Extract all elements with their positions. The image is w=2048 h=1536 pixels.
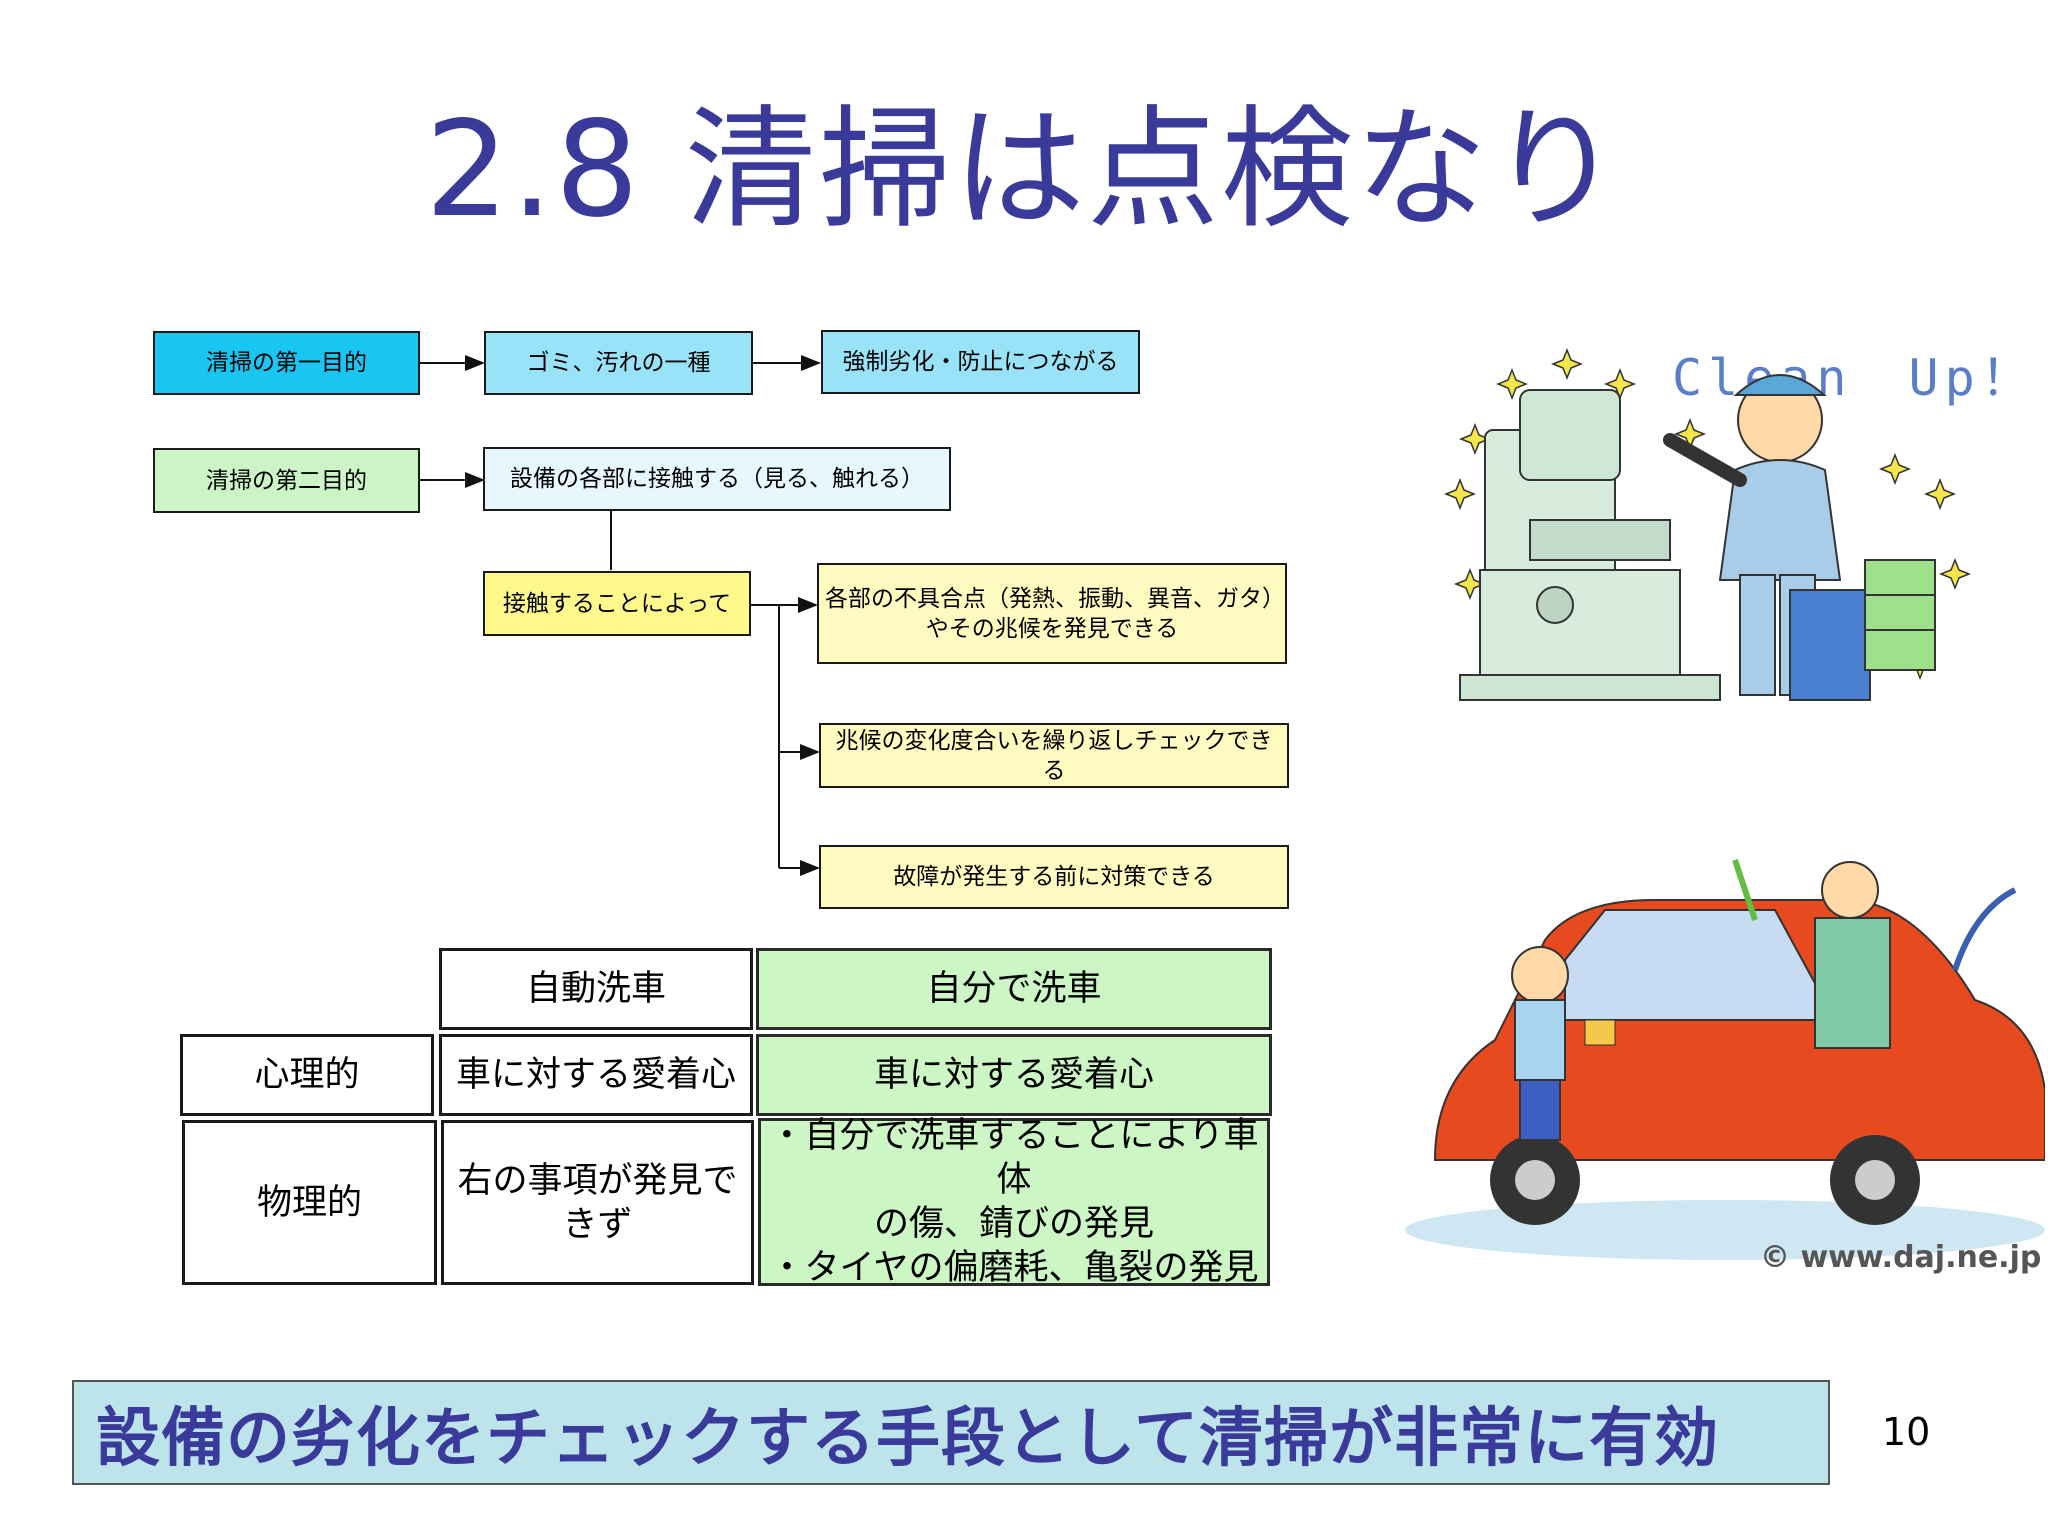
result-defects-line2: やその兆候を発見できる	[925, 615, 1179, 642]
slide-title: 2.8 清掃は点検なり	[425, 93, 1623, 247]
by-touch-box: 接触することによって	[483, 571, 751, 636]
result-defects-box: 各部の不具合点（発熱、振動、異音、ガタ） やその兆候を発見できる	[817, 563, 1287, 664]
machine-worker-illustration	[1443, 347, 1972, 701]
table-row2-auto-line1: 右の事項が発見で	[457, 1160, 738, 1201]
image-credit: © www.daj.ne.jp	[1760, 1240, 2042, 1275]
prevent-box: 強制劣化・防止につながる	[821, 330, 1140, 394]
table-header-auto: 自動洗車	[439, 948, 753, 1030]
result-trend-box: 兆候の変化度合いを繰り返しチェックできる	[819, 723, 1289, 788]
result-defects-line1: 各部の不具合点（発熱、振動、異音、ガタ）	[825, 585, 1285, 612]
table-row2-self-line2: の傷、錆びの発見	[873, 1204, 1154, 1244]
table-header-self: 自分で洗車	[756, 948, 1272, 1030]
conclusion-banner: 設備の劣化をチェックする手段として清掃が非常に有効	[72, 1380, 1830, 1485]
table-row2-self-line3: ・タイヤの偏磨耗、亀裂の発見	[769, 1248, 1259, 1288]
table-row1-label: 心理的	[180, 1034, 434, 1116]
table-row2-auto-line2: きず	[562, 1204, 633, 1245]
table-row1-self: 車に対する愛着心	[756, 1034, 1272, 1116]
second-purpose-box: 清掃の第二目的	[153, 448, 420, 513]
clean-up-caption: Clean Up！	[1672, 349, 2037, 407]
table-row2-auto: 右の事項が発見で きず	[441, 1120, 754, 1285]
car-wash-illustration	[1405, 859, 2045, 1260]
table-row1-auto: 車に対する愛着心	[439, 1034, 753, 1116]
table-row2-self: ・自分で洗車することにより車体 の傷、錆びの発見 ・タイヤの偏磨耗、亀裂の発見	[758, 1116, 1270, 1288]
result-prevent-box: 故障が発生する前に対策できる	[819, 845, 1289, 909]
table-row2-self-line1: ・自分で洗車することにより車体	[769, 1116, 1259, 1200]
touch-box: 設備の各部に接触する（見る、触れる）	[483, 447, 951, 511]
page-number: 10	[1882, 1410, 1931, 1454]
table-row2-label: 物理的	[182, 1120, 437, 1285]
dust-box: ゴミ、汚れの一種	[484, 331, 753, 395]
first-purpose-box: 清掃の第一目的	[153, 331, 420, 395]
